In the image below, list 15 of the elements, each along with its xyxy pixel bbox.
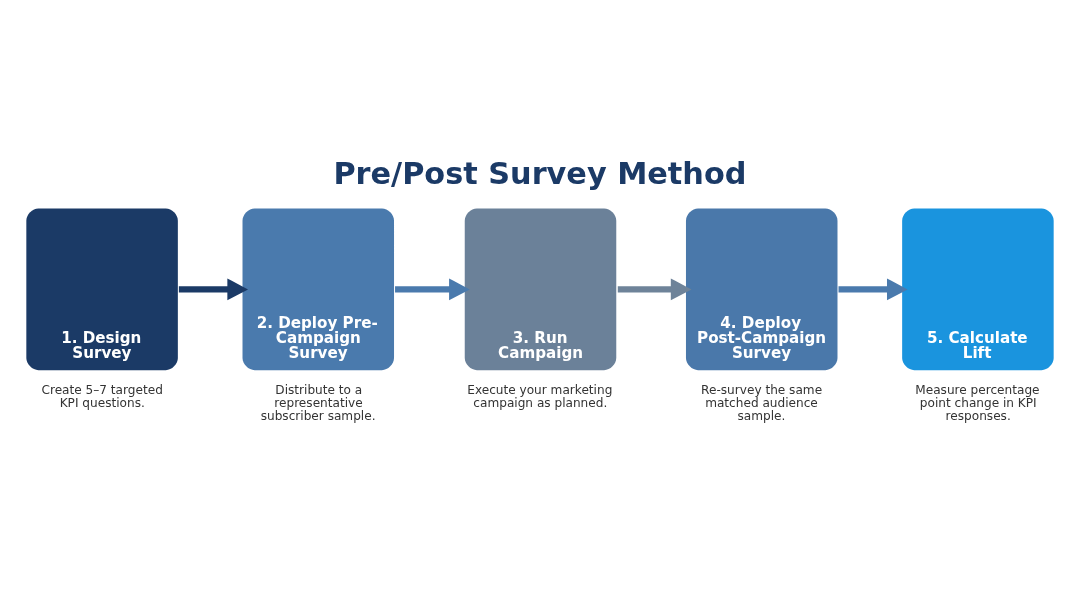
node-label: Re-survey the same matched audience sample. (701, 382, 823, 423)
arrow (838, 278, 908, 300)
node-box: 2. Deploy Pre-Campaign Survey (242, 208, 395, 370)
node-label: Measure percentage point change in KPI responses. (915, 382, 1040, 423)
diagram-title: Pre/Post Survey Method (333, 155, 747, 191)
node-label: Execute your marketing campaign as planned. (467, 382, 613, 410)
node-label: Distribute to a representative subscriber sample. (260, 382, 376, 423)
arrow (395, 278, 470, 300)
node-box: 3. Run Campaign (464, 208, 617, 370)
arrow (617, 278, 692, 300)
arrow (178, 278, 248, 300)
node-box: 1. Design Survey (26, 208, 178, 370)
node-box: 4. Deploy Post-Campaign Survey (685, 208, 838, 370)
node-label: Create 5–7 targeted KPI questions. (41, 382, 163, 410)
node-box: 5. Calculate Lift (902, 208, 1054, 370)
